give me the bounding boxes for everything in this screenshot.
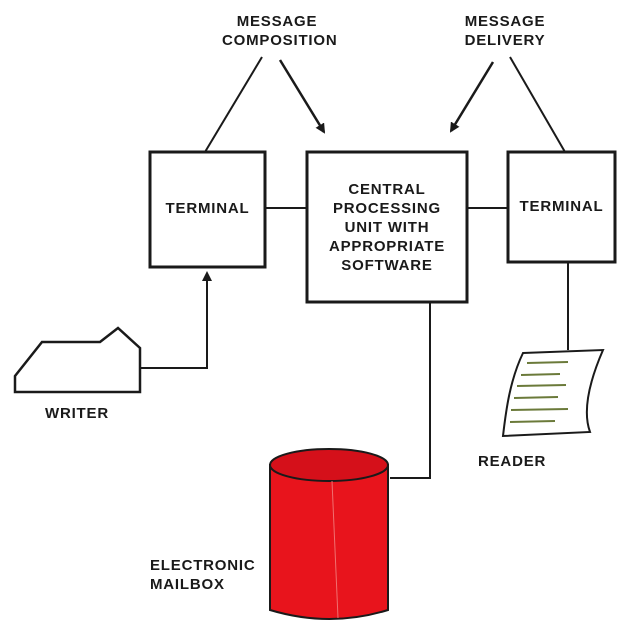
message-composition-label: MESSAGE COMPOSITION [222, 13, 338, 49]
cpu-label: CENTRAL PROCESSING UNIT WITH APPROPRIATE… [328, 181, 446, 274]
composition-arrow [278, 59, 326, 134]
terminal-left-label: TERMINAL [165, 200, 250, 217]
typewriter-icon [13, 326, 142, 394]
cpu-mailbox-line [390, 302, 431, 479]
composition-line [204, 56, 263, 153]
writer-arrow [141, 271, 212, 369]
terminal-right-label: TERMINAL [519, 198, 604, 215]
terminal-left-box [148, 150, 267, 269]
message-delivery-label: MESSAGE DELIVERY [464, 13, 546, 49]
cpu-box [305, 150, 469, 304]
paper-text-lines [509, 361, 569, 423]
paper-sheet-icon [501, 348, 605, 438]
terminal-right-box [506, 150, 617, 264]
reader-label: READER [478, 453, 547, 470]
delivery-line [509, 56, 566, 153]
cylinder-mailbox-icon [269, 448, 389, 620]
writer-label: WRITER [45, 405, 109, 422]
mailbox-label: ELECTRONIC MAILBOX [150, 557, 256, 593]
delivery-arrow [449, 61, 495, 133]
